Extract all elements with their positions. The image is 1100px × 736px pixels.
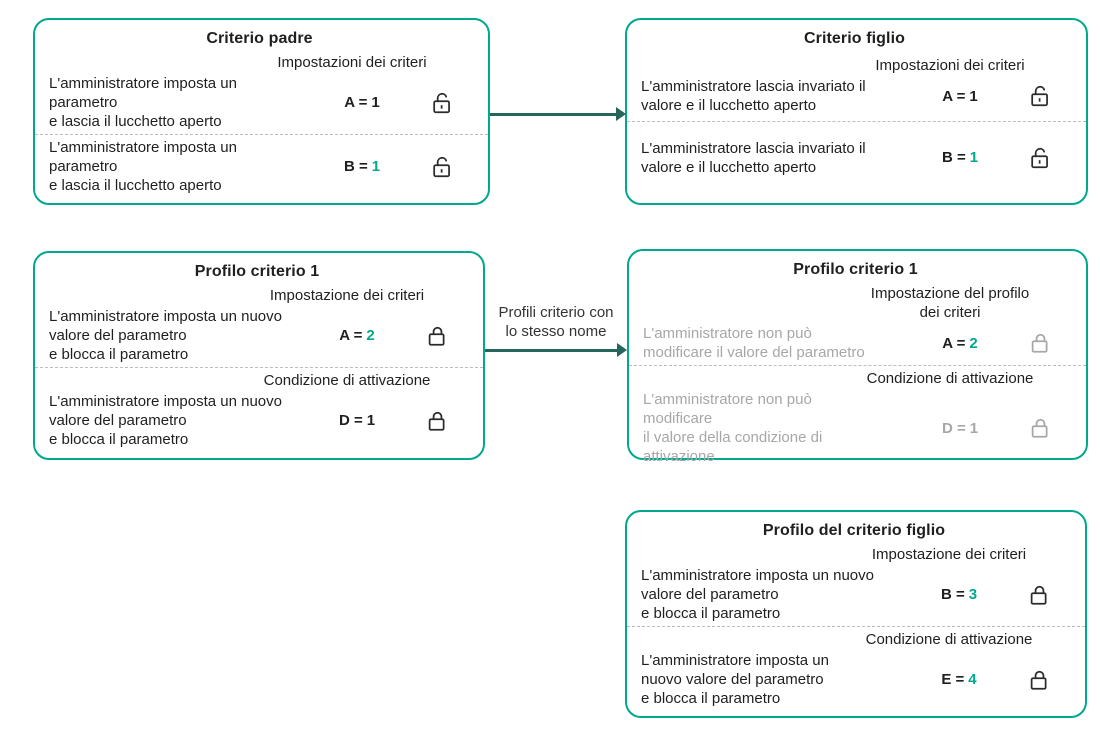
setting-row: Impostazioni dei criteri L'amministrator… xyxy=(49,50,470,134)
setting-value: D =1 xyxy=(338,412,376,429)
setting-description: L'amministratore imposta un parametro e … xyxy=(49,139,237,194)
profile-merge-arrow xyxy=(485,343,627,357)
box-title: Profilo criterio 1 xyxy=(793,261,918,278)
setting-row: Impostazione dei criteri L'amministrator… xyxy=(641,542,1067,626)
setting-description: L'amministratore non può modificare il v… xyxy=(643,391,823,465)
setting-row: Condizione di attivazione L'amministrato… xyxy=(49,368,465,452)
open-lock-icon xyxy=(1012,146,1068,170)
closed-lock-icon xyxy=(1011,583,1067,607)
child-policy-box: Criterio figlio Impostazioni dei criteri… xyxy=(625,18,1088,205)
setting-value: B =1 xyxy=(941,149,979,166)
setting-value: B =3 xyxy=(940,586,978,603)
row-separator xyxy=(627,626,1085,627)
setting-description: L'amministratore imposta un nuovo valore… xyxy=(49,308,282,363)
setting-description: L'amministratore imposta un nuovo valore… xyxy=(49,393,282,448)
box-title: Profilo criterio 1 xyxy=(194,263,320,280)
setting-row: L'amministratore lascia invariato il val… xyxy=(641,122,1068,193)
setting-row: Impostazione dei criteri L'amministrator… xyxy=(49,283,465,367)
row-separator xyxy=(627,121,1086,122)
activation-column-header: Condizione di attivazione xyxy=(866,370,1034,387)
row-separator xyxy=(35,134,488,135)
setting-value: A =2 xyxy=(942,334,978,352)
setting-value: A =1 xyxy=(344,94,380,111)
settings-column-header: Impostazioni dei criteri xyxy=(875,57,1025,74)
inheritance-arrow xyxy=(490,107,626,121)
profile-merge-arrow-label: Profili criterio con lo stesso nome xyxy=(498,304,614,340)
setting-description: L'amministratore imposta un parametro e … xyxy=(49,75,237,130)
setting-value: A =2 xyxy=(339,327,375,344)
setting-description: L'amministratore non può modificare il v… xyxy=(643,325,865,361)
closed-lock-icon xyxy=(1012,416,1068,440)
setting-description: L'amministratore lascia invariato il val… xyxy=(641,78,866,114)
child-policy-profile-box: Profilo del criterio figlio Impostazione… xyxy=(625,510,1087,718)
inherited-policy-profile-1-box: Profilo criterio 1 Impostazione del prof… xyxy=(627,249,1088,465)
closed-lock-icon xyxy=(409,409,465,433)
closed-lock-icon xyxy=(409,324,465,348)
policy-profile-1-box: Profilo criterio 1 Impostazione dei crit… xyxy=(33,251,485,460)
settings-column-header: Impostazioni dei criteri xyxy=(277,54,427,71)
box-title: Criterio figlio xyxy=(803,30,906,47)
box-title: Profilo del criterio figlio xyxy=(762,522,946,539)
open-lock-icon xyxy=(414,155,470,179)
box-title: Criterio padre xyxy=(206,30,313,47)
setting-value: B =1 xyxy=(343,158,381,175)
setting-row: Condizione di attivazione L'amministrato… xyxy=(641,627,1067,711)
setting-description: L'amministratore imposta un nuovo valore… xyxy=(641,652,829,707)
setting-description: L'amministratore imposta un nuovo valore… xyxy=(641,567,874,622)
setting-value: D =1 xyxy=(941,419,979,437)
setting-row: Impostazioni dei criteri L'amministrator… xyxy=(641,50,1068,121)
closed-lock-icon xyxy=(1011,668,1067,692)
open-lock-icon xyxy=(414,91,470,115)
setting-row: L'amministratore imposta un parametro e … xyxy=(49,135,470,198)
row-separator xyxy=(629,365,1086,366)
arrow-head-icon xyxy=(617,343,627,357)
row-separator xyxy=(35,367,483,368)
setting-value: E =4 xyxy=(941,671,977,688)
arrow-head-icon xyxy=(616,107,626,121)
settings-column-header: Impostazione dei criteri xyxy=(269,287,425,304)
setting-value: A =1 xyxy=(942,87,978,105)
setting-row: Condizione di attivazione L'amministrato… xyxy=(643,366,1068,469)
closed-lock-icon xyxy=(1012,331,1068,355)
open-lock-icon xyxy=(1012,84,1068,108)
settings-column-header: Impostazione del profilo dei criteri xyxy=(870,285,1030,321)
settings-column-header: Impostazione dei criteri xyxy=(871,546,1027,563)
parent-policy-box: Criterio padre Impostazioni dei criteri … xyxy=(33,18,490,205)
setting-row: Impostazione del profilo dei criteri L'a… xyxy=(643,281,1068,365)
activation-column-header: Condizione di attivazione xyxy=(263,372,431,389)
activation-column-header: Condizione di attivazione xyxy=(865,631,1033,648)
setting-description: L'amministratore lascia invariato il val… xyxy=(641,139,866,176)
